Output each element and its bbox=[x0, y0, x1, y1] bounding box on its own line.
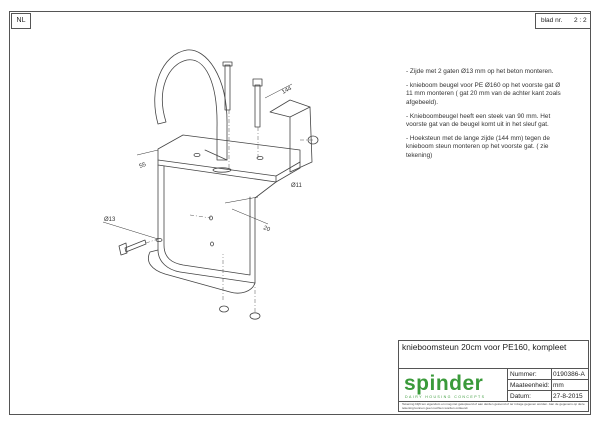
field-label-unit: Maateenheid: bbox=[510, 382, 550, 389]
corner-support-top bbox=[269, 99, 311, 118]
field-value-date: 27-8-2015 bbox=[553, 393, 583, 400]
title-block-divider bbox=[398, 368, 589, 369]
language-tag: NL bbox=[11, 13, 31, 29]
bracket-vertical-plate bbox=[157, 164, 277, 284]
field-label-number: Nummer: bbox=[510, 371, 537, 378]
drawing-title: knieboomsteun 20cm voor PE160, kompleet bbox=[402, 342, 567, 352]
bracket-foot-plate bbox=[148, 249, 256, 294]
dim-label-144: 144 bbox=[281, 85, 293, 95]
axis-line-5 bbox=[145, 238, 159, 244]
dim-line-55 bbox=[136, 149, 159, 156]
field-value-number: 0190386-A bbox=[553, 371, 585, 378]
copyright-footnote: Tekening blijft ten eigendom en mag niet… bbox=[402, 402, 585, 410]
sheet-number-value: 2 : 2 bbox=[574, 17, 587, 24]
axis-line-7 bbox=[189, 214, 212, 219]
note-item: - Zijde met 2 gaten Ø13 mm op het beton … bbox=[406, 68, 554, 75]
knee-bracket-hook bbox=[154, 49, 228, 161]
slot-hole bbox=[212, 167, 232, 173]
top-hole-right bbox=[256, 155, 264, 160]
spinder-logo: spinder DAIRY HOUSING CONCEPTS bbox=[400, 372, 500, 402]
nut-corner bbox=[307, 135, 319, 145]
dim-line-11 bbox=[224, 196, 259, 204]
dim-line-13 bbox=[102, 221, 159, 240]
top-plate-edge bbox=[157, 159, 277, 183]
logo-wordmark: spinder bbox=[404, 372, 484, 395]
logo-tagline: DAIRY HOUSING CONCEPTS bbox=[405, 395, 486, 399]
assembly-notes: - Zijde met 2 gaten Ø13 mm op het beton … bbox=[406, 68, 566, 166]
top-hole-left bbox=[193, 152, 201, 157]
drawing-sheet-border bbox=[9, 11, 591, 415]
dim-label-20: 20 bbox=[262, 225, 271, 233]
title-block bbox=[398, 340, 589, 412]
dim-line-20 bbox=[231, 208, 269, 225]
plate-hole-2 bbox=[210, 241, 214, 247]
note-item: - knieboom beugel voor PE Ø160 op het vo… bbox=[406, 82, 561, 106]
field-value-unit: mm bbox=[553, 382, 564, 389]
title-block-row-divider bbox=[507, 379, 589, 380]
nut-bottom-left bbox=[219, 305, 229, 313]
title-block-row-divider bbox=[507, 390, 589, 391]
field-label-date: Datum: bbox=[510, 393, 531, 400]
bolt-top-left bbox=[222, 61, 233, 111]
sheet-number-label: blad nr. bbox=[541, 17, 563, 24]
hook-flange-line bbox=[204, 149, 228, 161]
vertical-plate-inner bbox=[163, 165, 251, 276]
title-block-footer-divider bbox=[398, 401, 589, 402]
title-block-value-divider bbox=[551, 368, 552, 401]
title-block-column-divider bbox=[507, 368, 508, 401]
dim-label-11: Ø11 bbox=[291, 183, 303, 189]
dim-label-55: 55 bbox=[139, 162, 148, 170]
corner-support bbox=[289, 106, 313, 173]
top-plate-side-edge bbox=[275, 161, 301, 183]
note-item: - Hoeksteun met de lange zijde (144 mm) … bbox=[406, 135, 550, 159]
dim-line-144 bbox=[264, 83, 293, 99]
dim-label-13: Ø13 bbox=[104, 217, 116, 223]
foot-hole-13 bbox=[155, 237, 163, 242]
note-item: - Knieboombeugel heeft een steek van 90 … bbox=[406, 112, 551, 129]
bolt-top-right bbox=[252, 78, 263, 128]
sheet-number-box: blad nr. 2 : 2 bbox=[535, 13, 591, 29]
bolt-side bbox=[118, 239, 147, 256]
nut-bottom-right bbox=[249, 312, 261, 320]
